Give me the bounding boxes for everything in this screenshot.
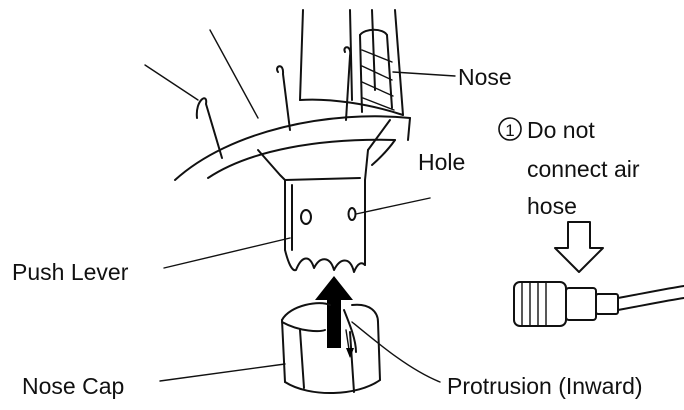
push-lever (257, 119, 391, 273)
leader-lines (159, 71, 456, 383)
protrusion-label: Protrusion (Inward) (447, 373, 643, 399)
note-line-1: Do not (527, 117, 595, 143)
nose-label: Nose (458, 64, 512, 90)
hole-label: Hole (418, 149, 465, 175)
note-number: 1 (505, 121, 514, 140)
nose-cap (281, 302, 381, 395)
push-lever-label: Push Lever (12, 259, 129, 285)
air-hose-coupler (513, 281, 684, 327)
down-arrow-icon (554, 221, 604, 273)
nose-cap-label: Nose Cap (22, 373, 124, 399)
note-line-2: connect air (527, 156, 640, 182)
circled-number-icon: 1 (498, 117, 522, 141)
up-arrow-icon (315, 276, 353, 348)
tool-body (144, 9, 411, 181)
note-line-3: hose (527, 193, 577, 219)
